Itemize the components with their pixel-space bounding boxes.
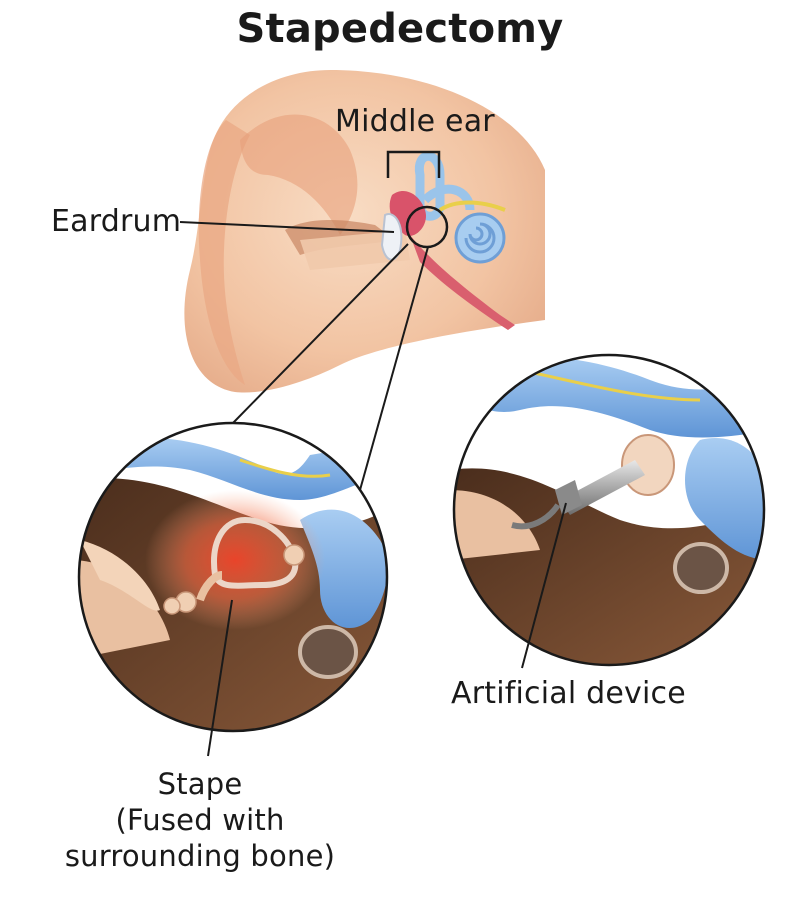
eardrum-pointer — [179, 221, 395, 233]
connector-line — [359, 246, 429, 491]
inner-ear-structures — [380, 151, 515, 330]
stape-label-line1: Stape — [157, 767, 243, 801]
stape-pointer — [207, 599, 233, 757]
stape-label: Stape (Fused with surrounding bone) — [60, 766, 340, 874]
stape-label-line3: surrounding bone) — [64, 839, 336, 873]
connector-line — [232, 243, 409, 424]
magnified-view-fused-stape — [79, 423, 387, 731]
page-title: Stapedectomy — [236, 6, 564, 52]
middle-ear-label: Middle ear — [335, 104, 495, 139]
artificial-device-label: Artificial device — [451, 676, 686, 711]
stape-label-line2: (Fused with — [115, 803, 285, 837]
eardrum-label: Eardrum — [51, 204, 182, 239]
artificial-device-pointer — [521, 502, 567, 669]
middle-ear-bracket — [386, 150, 441, 178]
magnified-view-artificial-device — [454, 355, 764, 665]
